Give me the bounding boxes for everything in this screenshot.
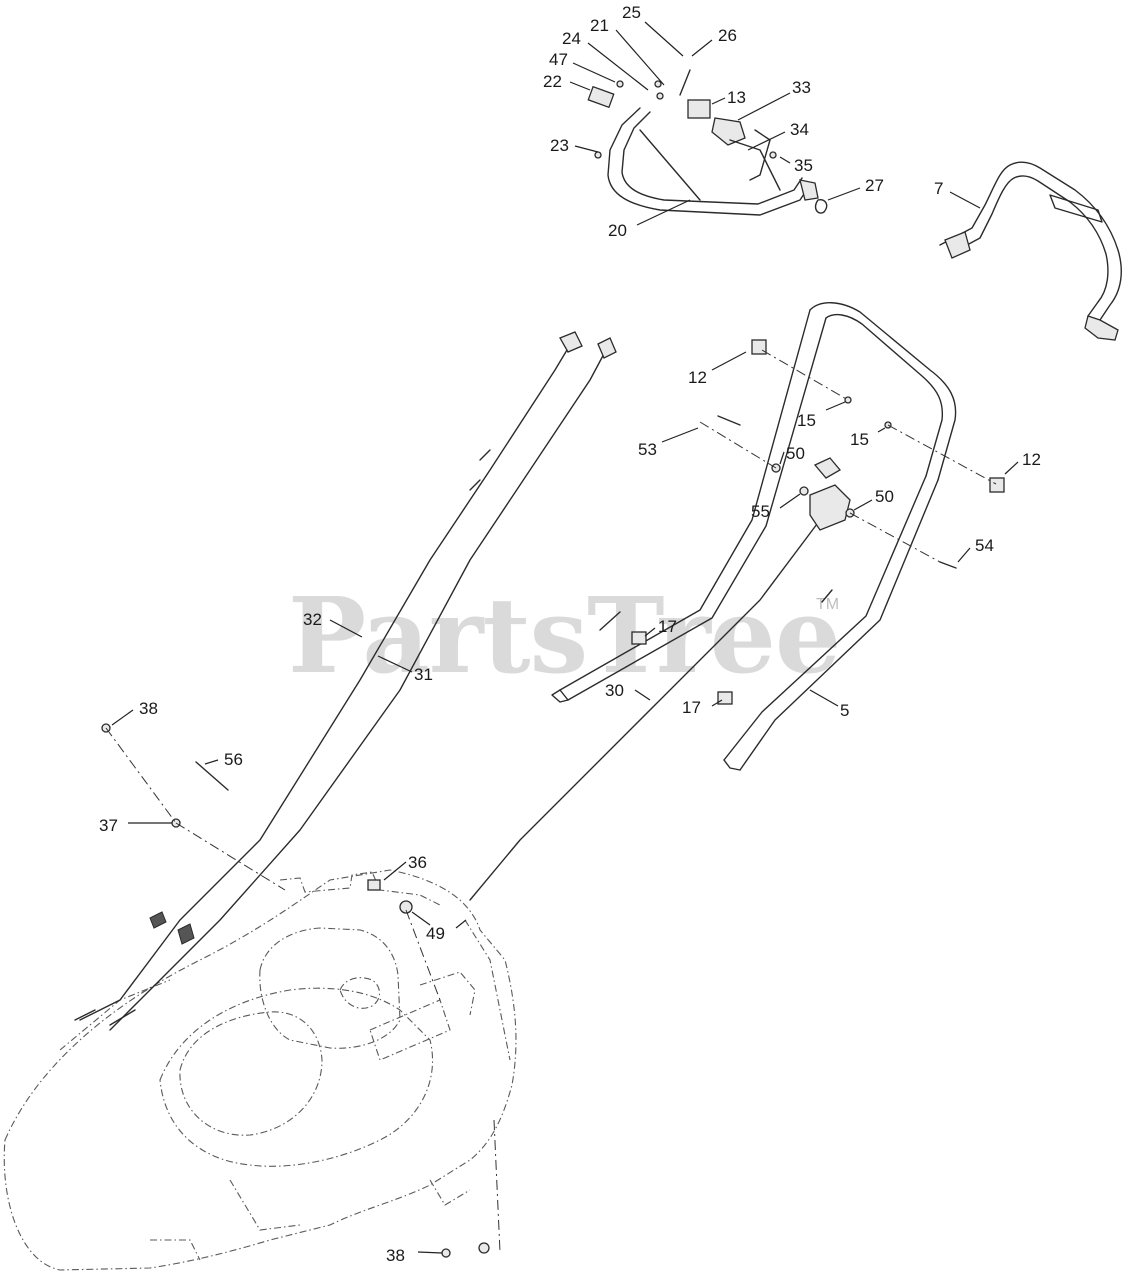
callout-5: 5 (840, 701, 849, 720)
callout-23: 23 (550, 136, 569, 155)
hardware (101, 69, 1005, 1258)
operator-presence-bail (607, 107, 819, 216)
callout-38-b: 38 (386, 1246, 405, 1265)
callout-7: 7 (934, 179, 943, 198)
callout-37: 37 (99, 816, 118, 835)
callout-17: 17 (658, 617, 677, 636)
callout-35: 35 (794, 156, 813, 175)
callout-49: 49 (426, 924, 445, 943)
callout-54: 54 (975, 536, 994, 555)
callout-22: 22 (543, 72, 562, 91)
callout-26: 26 (718, 26, 737, 45)
callout-30: 30 (605, 681, 624, 700)
callout-31: 31 (414, 665, 433, 684)
callout-34: 34 (790, 120, 809, 139)
watermark-trademark: TM (816, 596, 839, 613)
leader-lines (111, 21, 1019, 1254)
callout-27: 27 (865, 176, 884, 195)
upper-bail (939, 161, 1122, 341)
callout-33: 33 (792, 78, 811, 97)
callout-17-b: 17 (682, 698, 701, 717)
callout-55: 55 (751, 502, 770, 521)
callout-56: 56 (224, 750, 243, 769)
callout-53: 53 (638, 440, 657, 459)
cables (74, 331, 617, 1031)
callout-50: 50 (786, 444, 805, 463)
callout-24: 24 (562, 29, 581, 48)
callout-21: 21 (590, 16, 609, 35)
callout-20: 20 (608, 221, 627, 240)
callout-36: 36 (408, 853, 427, 872)
watermark-text: PartsTree (288, 574, 840, 697)
callout-15-b: 15 (850, 430, 869, 449)
callout-13: 13 (727, 88, 746, 107)
callout-47: 47 (549, 50, 568, 69)
throttle-cable (469, 457, 851, 901)
lower-handle (551, 302, 957, 771)
centerlines (105, 349, 997, 1253)
callout-32: 32 (303, 610, 322, 629)
callout-25: 25 (622, 3, 641, 22)
callout-50-b: 50 (875, 487, 894, 506)
callouts: 25 21 26 24 47 22 13 33 34 23 35 27 7 20… (99, 3, 1041, 1265)
callout-12-b: 12 (1022, 450, 1041, 469)
callout-15: 15 (797, 411, 816, 430)
callout-38: 38 (139, 699, 158, 718)
callout-12: 12 (688, 368, 707, 387)
